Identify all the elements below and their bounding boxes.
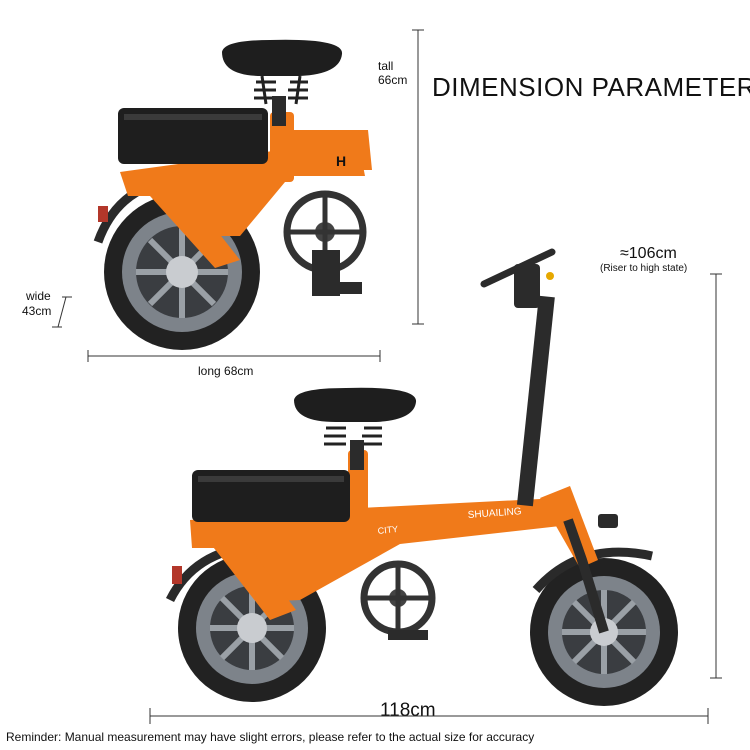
folded-long-label: long 68cm <box>198 364 254 378</box>
reminder-text: Reminder: Manual measurement may have sl… <box>6 730 535 744</box>
battery <box>192 470 350 522</box>
folded-wide-value: 43cm <box>22 304 52 318</box>
folded-tall-value: 66cm <box>378 73 408 87</box>
unfolded-height-note: (Riser to high state) <box>600 263 688 274</box>
folded-bike: H <box>93 39 372 350</box>
folded-frame-brand: H <box>336 153 346 169</box>
folded-battery <box>118 108 268 164</box>
frame-brand-text: SHUAILING <box>467 506 522 521</box>
folded-tall-label: tall <box>378 59 394 73</box>
unfolded-bike: SHUAILING CITY <box>165 248 678 706</box>
frame-model-text: CITY <box>377 524 398 536</box>
page-title: DIMENSION PARAMETER <box>432 72 750 102</box>
dimension-lines <box>52 29 722 724</box>
folded-chainring <box>283 190 367 296</box>
unfolded-height-value: ≈106cm <box>620 245 677 262</box>
folded-frame <box>120 112 372 268</box>
stem-handlebar <box>480 248 618 528</box>
saddle <box>294 387 417 470</box>
folded-wide-label: wide <box>26 289 51 303</box>
chainring <box>360 560 436 640</box>
folded-saddle <box>222 39 343 126</box>
